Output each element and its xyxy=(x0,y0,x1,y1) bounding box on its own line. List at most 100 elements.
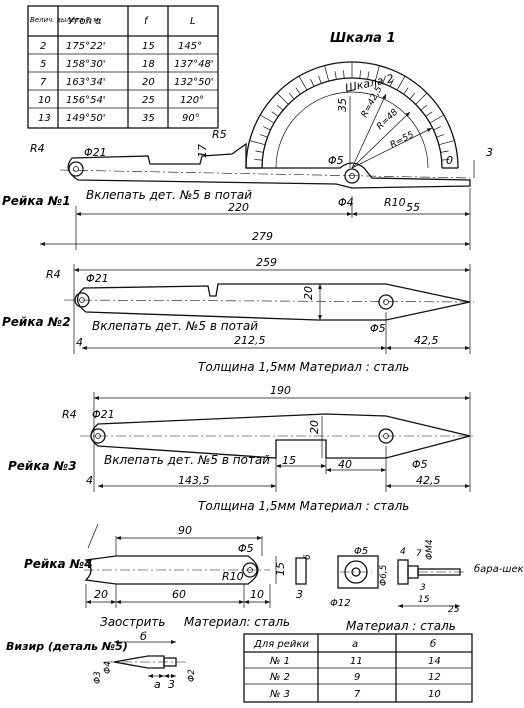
scale-tick xyxy=(324,65,330,82)
thumbscrew-dim-25: 25 xyxy=(448,605,460,615)
rail-3-dim-143: 143,5 xyxy=(178,474,210,487)
rail-2: Рейка №2 Вклепать дет. №5 в потай R4 Φ21… xyxy=(2,256,475,374)
scale-tick xyxy=(254,159,263,161)
bottom-table-cell: 11 xyxy=(350,656,363,667)
rail-1-phi5: Φ5 xyxy=(328,154,344,167)
scale-tick xyxy=(396,76,406,91)
rail-3-dim-15: 15 xyxy=(282,454,296,467)
top-table-cell: 10 xyxy=(38,95,51,106)
rail-4-dim-10: 10 xyxy=(250,588,264,601)
top-table-header-f-small: f xyxy=(144,16,149,27)
bottom-table-cell: 12 xyxy=(428,672,441,683)
top-table-cell: 175°22' xyxy=(66,41,106,52)
scale-tick xyxy=(255,150,264,153)
top-table-header-angle: Угол α xyxy=(68,16,102,27)
sight-phi4: Φ4 xyxy=(103,661,113,674)
thumbscrew-dim-3: 3 xyxy=(420,583,426,593)
rail-4-phi5: Φ5 xyxy=(238,542,254,555)
rail-2-note: Вклепать дет. №5 в потай xyxy=(92,319,258,333)
sight-phi2: Φ2 xyxy=(187,669,197,682)
bottom-table: Для рейки а б № 1 11 14 № 2 9 12 № 3 7 1… xyxy=(243,633,473,703)
scale-r5: R5 xyxy=(212,128,227,141)
rail-4-sharpen: Заострить xyxy=(100,615,165,629)
rail-4-dim-60: 60 xyxy=(172,588,186,601)
rail-3-dim-190: 190 xyxy=(270,384,291,397)
scale-tick xyxy=(374,65,380,82)
bottom-table-cell: 10 xyxy=(428,689,441,700)
rail-4-dim-90: 90 xyxy=(178,524,192,537)
scale-tick xyxy=(367,71,370,80)
scale-tick xyxy=(382,75,386,84)
top-table-cell: 132°50' xyxy=(174,77,214,88)
rail-1-dim-220: 220 xyxy=(228,201,249,214)
rail-3-dim-20: 20 xyxy=(308,420,321,434)
bottom-table-header-rail: Для рейки xyxy=(253,639,309,650)
rail-2-dim-20: 20 xyxy=(302,286,315,300)
scale-inner-title: Шкала 2 xyxy=(344,72,395,95)
top-table-cell: 18 xyxy=(142,59,155,70)
bottom-table-cell: 7 xyxy=(354,689,361,700)
thumbscrew-material: Материал : сталь xyxy=(346,619,456,633)
top-table-cell: 25 xyxy=(142,95,155,106)
scale-tick xyxy=(433,126,441,131)
scale-tick xyxy=(440,150,449,153)
rail-3-name: Рейка №3 xyxy=(8,459,77,473)
top-table-cell: 156°54' xyxy=(66,95,106,106)
thumbscrew-phi12: Φ12 xyxy=(330,598,351,609)
scale-zero: 0 xyxy=(446,154,453,167)
bottom-table-cell: 9 xyxy=(354,672,360,683)
rail-4-dim-20: 20 xyxy=(94,588,108,601)
scale-tick xyxy=(263,126,271,131)
scale-tick xyxy=(429,114,444,124)
thumbscrew-phi6: Φ6,5 xyxy=(379,564,389,586)
rail-3-r4: R4 xyxy=(62,408,77,421)
rail-1-r10: R10 xyxy=(384,196,406,209)
scale-tick xyxy=(249,140,266,146)
rail-3: Рейка №3 Вклепать дет. №5 в потай R4 Φ21… xyxy=(8,384,474,513)
top-table-cell: 149°50' xyxy=(66,113,106,124)
scale-radius-2: R=48 xyxy=(375,107,400,132)
scale-tick xyxy=(295,87,301,95)
top-table-cell: 35 xyxy=(142,113,155,124)
rail-1-dim-55: 55 xyxy=(406,201,420,214)
top-table-cell: 145° xyxy=(178,41,202,52)
bottom-table-cell: № 3 xyxy=(269,689,290,700)
sight-detail: Визир (деталь №5) б а 3 Φ3 Φ2 Φ4 xyxy=(6,630,197,691)
rail-2-dim-212: 212,5 xyxy=(234,334,266,347)
bottom-table-cell: № 2 xyxy=(269,672,290,683)
scale-dim-3: 3 xyxy=(486,146,493,159)
rail-1: Рейка №1 Вклепать дет. №5 в потай R4 Φ21… xyxy=(2,128,471,250)
top-table-cell: 90° xyxy=(182,113,200,124)
rail-4-name: Рейка №4 xyxy=(24,557,93,571)
rail-2-dim-42: 42,5 xyxy=(414,334,439,347)
sight-phi3: Φ3 xyxy=(93,671,103,684)
scale-title: Шкала 1 xyxy=(330,31,396,46)
bottom-table-cell: № 1 xyxy=(269,656,290,667)
bottom-table-header-a: а xyxy=(352,639,358,650)
rail-3-dim-42: 42,5 xyxy=(416,474,441,487)
rail-1-name: Рейка №1 xyxy=(2,194,71,208)
rail-1-dim-279: 279 xyxy=(252,230,273,243)
scale-dim-17: 17 xyxy=(196,144,209,158)
scale-tick xyxy=(438,140,455,146)
thumbscrew-dim-15: 15 xyxy=(418,595,430,605)
rail-2-dim-4: 4 xyxy=(76,336,83,349)
sight-name: Визир (деталь №5) xyxy=(6,640,128,653)
rail-2-name: Рейка №2 xyxy=(2,315,71,329)
scale-tick xyxy=(420,104,428,111)
thumbscrew-dim-4: 4 xyxy=(400,547,406,557)
top-table-cell: 15 xyxy=(142,41,155,52)
scale-tick xyxy=(425,111,433,117)
rail-3-hole: Φ21 xyxy=(92,408,115,421)
sight-dim-a: а xyxy=(154,678,161,691)
top-table-cell: 2 xyxy=(40,41,46,52)
rail-4-material: Материал: сталь xyxy=(184,615,290,629)
scale-tick xyxy=(276,92,289,105)
top-table-cell: 158°30' xyxy=(66,59,106,70)
top-table-cell: 20 xyxy=(142,77,155,88)
scale-tick xyxy=(389,79,394,87)
scale-tick xyxy=(334,71,337,80)
thumbscrew-dim-6: 6 xyxy=(303,554,313,560)
scale-tick xyxy=(288,92,295,100)
